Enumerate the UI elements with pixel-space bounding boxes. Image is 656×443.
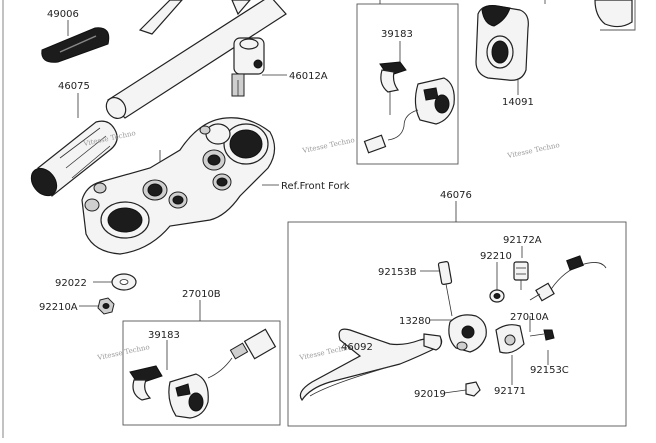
label-14091: 14091 bbox=[502, 97, 534, 108]
switch-assembly-box-bottom bbox=[122, 320, 281, 426]
bar-end-49006 bbox=[41, 27, 110, 63]
label-46012A: 46012A bbox=[289, 71, 328, 82]
label-92022: 92022 bbox=[55, 278, 87, 289]
bolt-92153C bbox=[529, 329, 555, 341]
label-92172A: 92172A bbox=[503, 235, 542, 246]
handlebar-tube bbox=[105, 0, 287, 120]
switch-assembly-box-top bbox=[356, 3, 459, 165]
label-39183-top: 39183 bbox=[381, 29, 413, 40]
label-92153B: 92153B bbox=[378, 267, 417, 278]
clamp-92171 bbox=[495, 324, 525, 354]
watermarks: Vitesse Techno Vitesse Techno Vitesse Te… bbox=[82, 129, 561, 362]
label-92153C: 92153C bbox=[530, 365, 569, 376]
partial-box-top-right bbox=[544, 0, 636, 31]
label-46092: 46092 bbox=[341, 342, 373, 353]
top-triple-clamp bbox=[81, 117, 276, 255]
leader-lines bbox=[67, 20, 549, 394]
adjuster-92172A bbox=[513, 261, 529, 290]
grip-46075 bbox=[30, 120, 118, 197]
clutch-lever-46092 bbox=[299, 328, 443, 402]
label-92210A: 92210A bbox=[39, 302, 78, 313]
bolt-46012A bbox=[231, 37, 265, 97]
label-49006: 49006 bbox=[47, 9, 79, 20]
label-27010B: 27010B bbox=[182, 289, 221, 300]
label-39183-bottom: 39183 bbox=[148, 330, 180, 341]
handlebar-segment-2 bbox=[231, 0, 251, 16]
nut-92019 bbox=[465, 381, 481, 397]
switch-39183-top bbox=[363, 61, 455, 154]
label-27010A: 27010A bbox=[510, 312, 549, 323]
bolt-92153B bbox=[437, 261, 453, 317]
label-92019: 92019 bbox=[414, 389, 446, 400]
label-46075: 46075 bbox=[58, 81, 90, 92]
label-13280: 13280 bbox=[399, 316, 431, 327]
nut-92210A bbox=[97, 297, 115, 315]
switch-27010A bbox=[529, 255, 607, 302]
partial-part-top-right bbox=[594, 0, 633, 28]
clutch-lever-box bbox=[287, 221, 627, 427]
washer-92022 bbox=[111, 273, 137, 291]
label-ref-front-fork: Ref.Front Fork bbox=[281, 181, 350, 192]
label-46076: 46076 bbox=[440, 190, 472, 201]
part-labels: 49006 46075 46012A Ref.Front Fork 92022 … bbox=[39, 9, 569, 400]
watermark: Vitesse Techno bbox=[301, 136, 356, 155]
washer-92210 bbox=[489, 289, 505, 303]
watermark: Vitesse Techno bbox=[506, 141, 561, 160]
handlebar-segment bbox=[138, 0, 183, 35]
switch-39183-bottom bbox=[129, 328, 277, 419]
label-92210: 92210 bbox=[480, 251, 512, 262]
label-92171: 92171 bbox=[494, 386, 526, 397]
switch-housing-14091 bbox=[475, 5, 529, 81]
lever-bracket-13280 bbox=[448, 314, 487, 353]
